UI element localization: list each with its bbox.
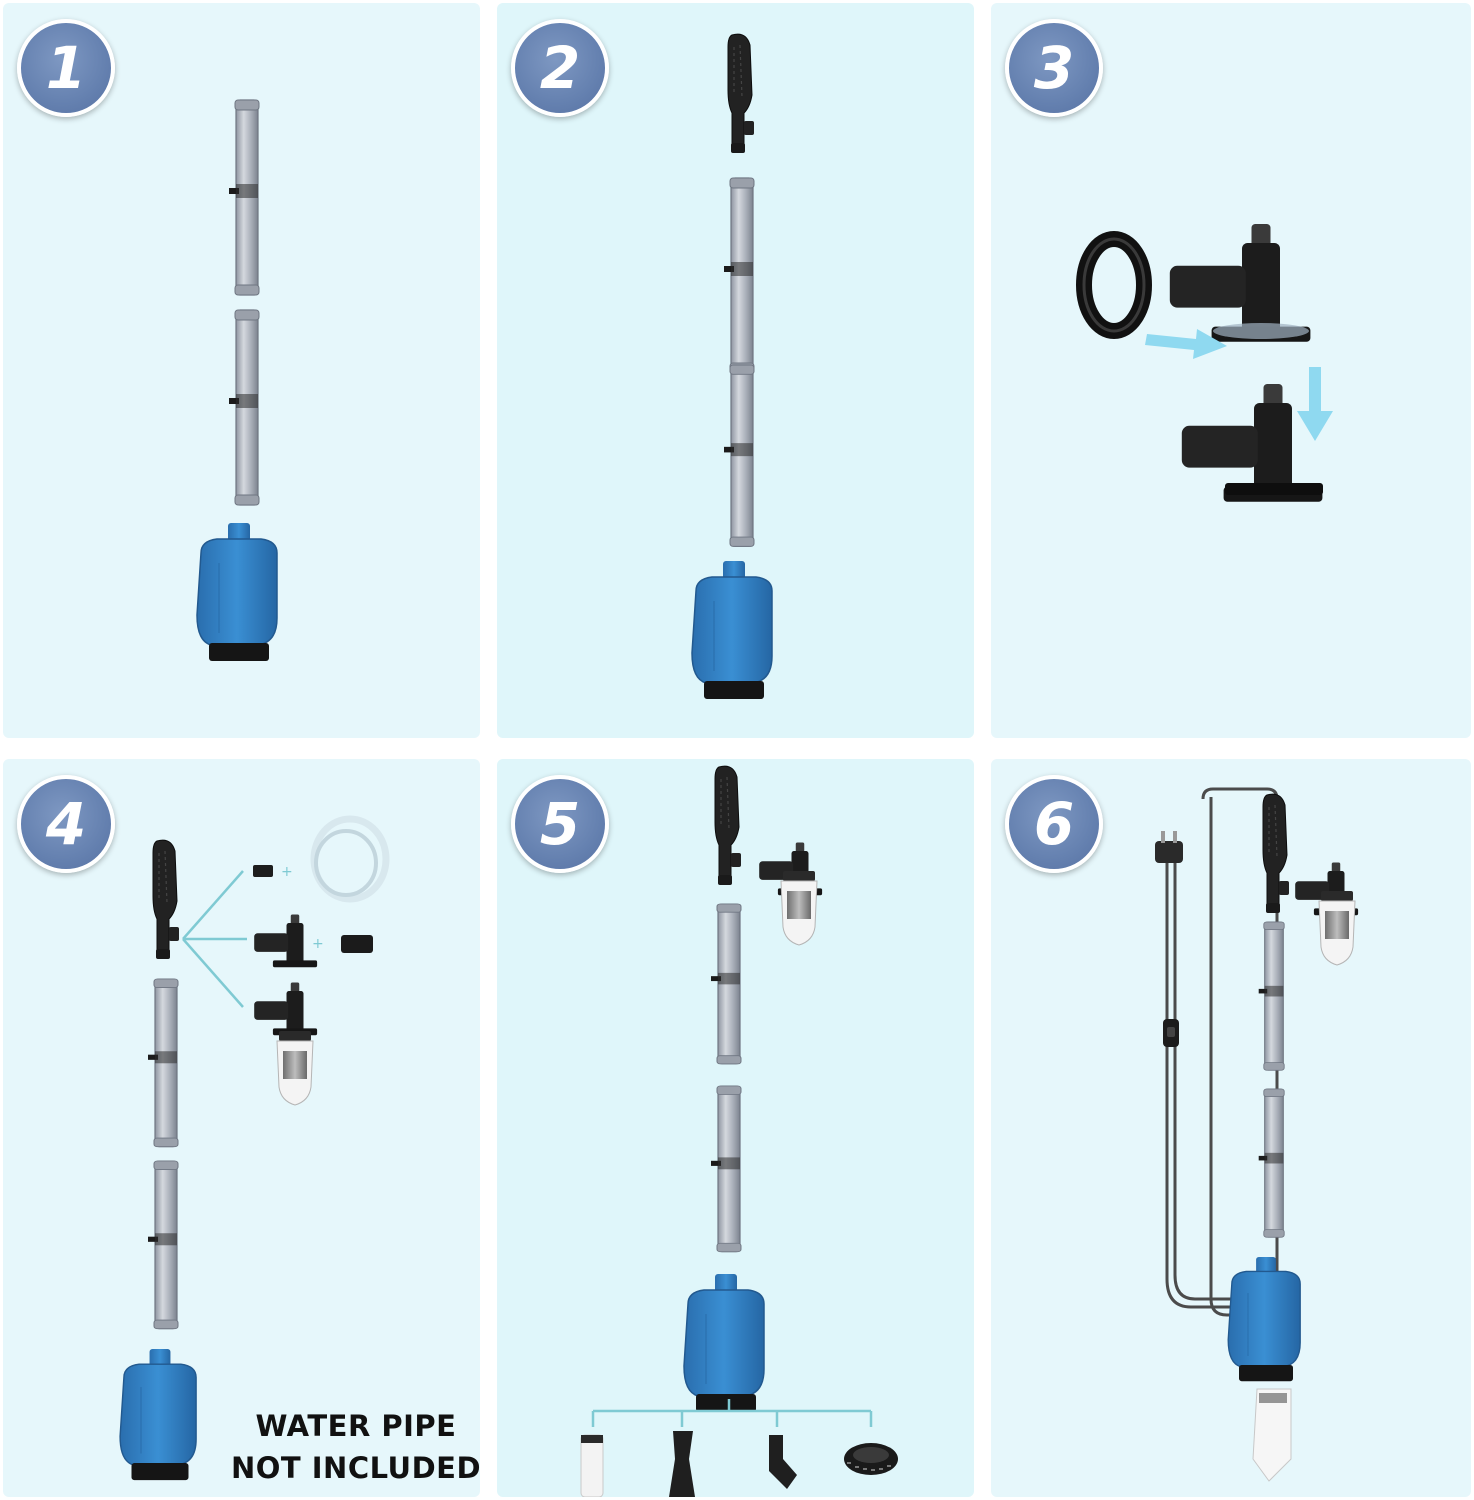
step-badge-6: 6 — [1005, 775, 1103, 873]
tube-segment-lower — [1258, 1088, 1285, 1238]
tube-segment-upper — [228, 99, 260, 296]
step-badge-2: 2 — [511, 19, 609, 117]
round-brush-accessory — [844, 1443, 898, 1475]
tube-segment-upper — [147, 978, 179, 1148]
water-pipe-note: WATER PIPE NOT INCLUDED — [211, 1405, 480, 1489]
attachment-connector — [182, 870, 247, 1008]
step-panel-5: 5 — [497, 759, 974, 1497]
step-6-illustration — [1155, 787, 1359, 1482]
tube-segment-lower — [710, 1085, 742, 1253]
plug-icon — [1155, 831, 1183, 863]
tube-segment-upper — [710, 903, 742, 1065]
power-cord — [1165, 787, 1279, 1317]
angled-brush-accessory — [769, 1435, 797, 1489]
step-2-illustration — [691, 33, 773, 700]
sealing-ring — [1076, 231, 1152, 339]
water-pipe-note-line-2: NOT INCLUDED — [230, 1451, 480, 1485]
filter — [780, 870, 818, 946]
filter-bottle-accessory — [580, 1434, 604, 1497]
step-4-illustration: + + — [119, 815, 390, 1481]
step-panel-6: 6 — [991, 759, 1471, 1497]
step-badge-1: 1 — [17, 19, 115, 117]
tube-segment-lower — [147, 1160, 179, 1330]
arrow-right-icon — [1145, 329, 1227, 359]
tube-segment-upper — [723, 177, 755, 374]
step-panel-4: 4 + + WATER PIPE NOT — [3, 759, 480, 1497]
t-fitting-option: + — [254, 914, 373, 968]
handle — [152, 839, 180, 960]
step-1-illustration — [196, 99, 278, 662]
svg-text:+: + — [312, 936, 324, 952]
hose-nozzle-option: + — [253, 815, 390, 903]
arrow-down-icon — [1297, 367, 1333, 441]
pump-body — [196, 522, 278, 662]
handle — [727, 33, 755, 154]
tube-segment-lower — [228, 309, 260, 506]
inline-switch-icon — [1163, 1019, 1179, 1047]
step-panel-3: 3 — [991, 3, 1471, 738]
step-3-illustration — [1076, 224, 1333, 502]
filter-option — [254, 982, 318, 1106]
step-badge-5: 5 — [511, 775, 609, 873]
pump-body — [1227, 1256, 1301, 1382]
step-badge-4: 4 — [17, 775, 115, 873]
tube-segment-upper — [1258, 921, 1285, 1071]
svg-text:+: + — [281, 864, 293, 880]
filter — [1318, 890, 1356, 966]
step-panel-2: 2 — [497, 3, 974, 738]
tube-segment-lower — [723, 364, 755, 547]
pump-body — [683, 1273, 765, 1413]
step-panel-1: 1 — [3, 3, 480, 738]
flat-nozzle-accessory — [669, 1431, 695, 1497]
pump-body — [119, 1348, 197, 1481]
step-badge-3: 3 — [1005, 19, 1103, 117]
pump-body — [691, 560, 773, 700]
water-pipe-note-line-1: WATER PIPE — [255, 1409, 457, 1443]
accessory-connector — [591, 1399, 873, 1427]
handle — [714, 765, 742, 886]
handle — [1262, 793, 1290, 914]
bottle-accessory — [1252, 1388, 1292, 1482]
step-5-illustration — [580, 765, 898, 1497]
